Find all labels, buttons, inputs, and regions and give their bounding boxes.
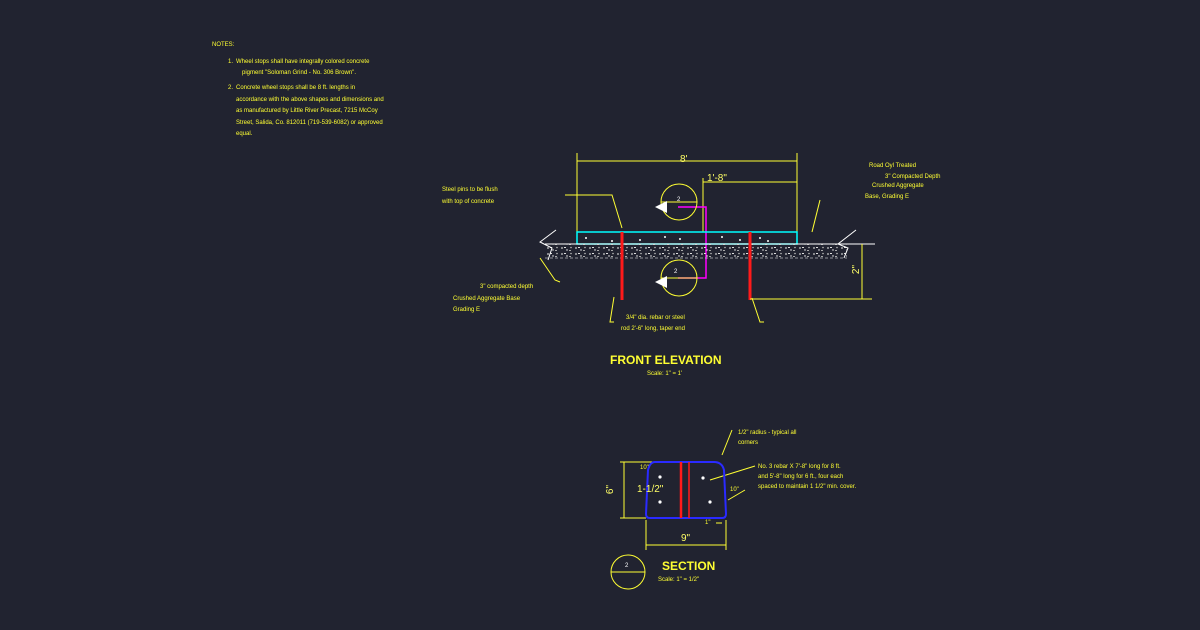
section-cut-line bbox=[678, 206, 707, 279]
section-dim-top: 10" bbox=[640, 465, 649, 471]
callout-section-rebar-3: spaced to maintain 1 1/2" min. cover. bbox=[758, 484, 857, 490]
break-line-left bbox=[539, 229, 557, 261]
callout-steel-pins-2: with top of concrete bbox=[442, 199, 495, 205]
callout-steel-pins-1: Steel pins to be flush bbox=[442, 187, 498, 193]
callout-rebar-2: rod 2'-6" long, taper end bbox=[621, 326, 685, 332]
note-2-line-1: Concrete wheel stops shall be 8 ft. leng… bbox=[236, 85, 356, 91]
section-title-marker-label: 2 bbox=[625, 563, 629, 569]
gravel-base bbox=[545, 244, 847, 258]
overall-dimension bbox=[576, 153, 798, 232]
note-2-line-2: accordance with the above shapes and dim… bbox=[236, 97, 384, 103]
section-marker-bottom-label: 2 bbox=[674, 269, 678, 275]
section-scale: Scale: 1" = 1/2" bbox=[658, 577, 700, 583]
section-dim-height: 6" bbox=[605, 484, 617, 495]
section-dim-width-label: 1-1/2" bbox=[637, 484, 664, 495]
concrete-aggregate bbox=[585, 236, 769, 242]
section-marker-bottom bbox=[655, 259, 698, 297]
section-dimensions bbox=[620, 429, 756, 550]
callout-section-rebar-1: No. 3 rebar X 7'-8" long for 8 ft. bbox=[758, 464, 841, 470]
dim-depth: 2" bbox=[851, 264, 863, 275]
callout-road-oyl-2: 3" Compacted Depth bbox=[885, 174, 941, 180]
note-1-line-1: Wheel stops shall have integrally colore… bbox=[236, 59, 370, 65]
front-elevation-scale: Scale: 1" = 1' bbox=[647, 371, 683, 377]
section-dim-inner: 1" bbox=[705, 520, 711, 526]
dim-offset: 1'-8" bbox=[707, 173, 727, 184]
wheel-stop-concrete bbox=[576, 231, 798, 245]
front-elevation-title: FRONT ELEVATION bbox=[610, 353, 722, 367]
note-2-number: 2. bbox=[228, 85, 234, 91]
callout-road-oyl-4: Base, Grading E bbox=[865, 194, 910, 200]
break-line-right bbox=[837, 229, 857, 259]
section-title: SECTION bbox=[662, 559, 716, 573]
callout-rebar-1: 3/4" dia. rebar or steel bbox=[626, 315, 685, 321]
section-rebar-dots bbox=[658, 475, 712, 504]
note-1-line-2: pigment "Soloman Grind - No. 306 Brown". bbox=[242, 70, 356, 76]
callout-radius-2: corners bbox=[738, 440, 759, 446]
callout-compacted-1: 3" compacted depth bbox=[480, 284, 534, 290]
callout-radius-1: 1/2" radius - typical all bbox=[738, 430, 797, 436]
leader-lines bbox=[539, 194, 872, 323]
section-marker-top-label: 2 bbox=[677, 197, 681, 203]
callout-compacted-3: Grading E bbox=[453, 307, 481, 313]
callout-road-oyl-3: Crushed Aggregate bbox=[872, 183, 924, 189]
note-2-line-3: as manufactured by Little River Precast,… bbox=[236, 108, 378, 114]
section-dim-right: 10" bbox=[730, 487, 739, 493]
note-1-number: 1. bbox=[228, 59, 234, 65]
callout-section-rebar-2: and 5'-8" long for 6 ft., four each bbox=[758, 474, 844, 480]
section-title-marker bbox=[610, 554, 646, 590]
section-outline bbox=[644, 461, 728, 519]
section-marker-top bbox=[655, 183, 698, 221]
callout-road-oyl-1: Road Oyl Treated bbox=[869, 163, 917, 169]
callout-compacted-2: Crushed Aggregate Base bbox=[453, 296, 521, 302]
notes-heading: NOTES: bbox=[212, 42, 235, 48]
dim-overall: 8' bbox=[680, 154, 688, 165]
section-dim-bottom: 9" bbox=[681, 533, 691, 544]
note-2-line-5: equal. bbox=[236, 131, 253, 137]
note-2-line-4: Street, Salida, Co. 812011 (719-539-6082… bbox=[236, 120, 383, 126]
